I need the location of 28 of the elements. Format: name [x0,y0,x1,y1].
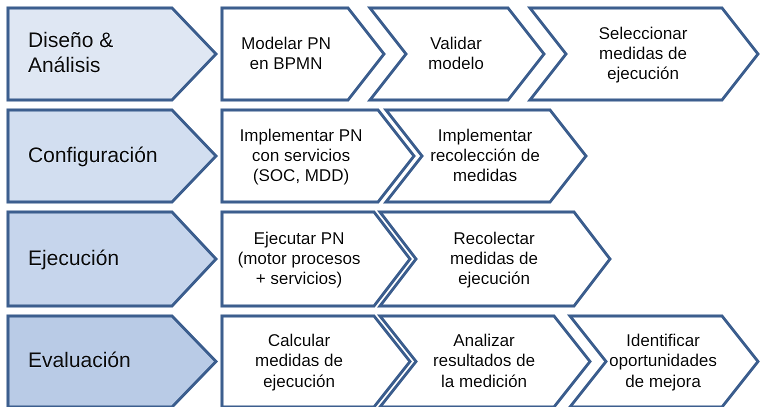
phase-band [8,316,216,407]
task-band [380,316,590,407]
task-band [370,8,544,100]
task-band [222,212,410,306]
step-label: Modelar PN en BPMN [240,34,332,74]
step-label: Implementar recolección de medidas [430,126,540,186]
task-band [222,316,410,407]
step-label: Recolectar medidas de ejecución [449,228,539,290]
step-label: Identificar oportunidades de mejora [609,331,717,392]
phase-band [8,8,216,100]
phase-label: Ejecución [28,246,120,272]
phase-band [8,212,216,306]
phase-label: Configuración [28,144,158,168]
step-label: Validar modelo [427,34,485,74]
task-band [222,110,414,202]
step-label: Calcular medidas de ejecución [254,331,344,392]
phase-band [8,110,216,202]
phase-label: Evaluación [28,349,131,374]
step-label: Seleccionar medidas de ejecución [598,24,688,84]
task-band [386,110,586,202]
task-band [380,212,610,306]
phase-label: Diseño & Análisis [28,29,114,79]
step-label: Ejecutar PN (motor procesos + servicios) [236,228,362,290]
step-label: Implementar PN con servicios (SOC, MDD) [238,126,364,186]
task-band [530,8,758,100]
task-band [570,316,758,407]
task-band [222,8,384,100]
step-label: Analizar resultados de la medición [432,331,536,392]
